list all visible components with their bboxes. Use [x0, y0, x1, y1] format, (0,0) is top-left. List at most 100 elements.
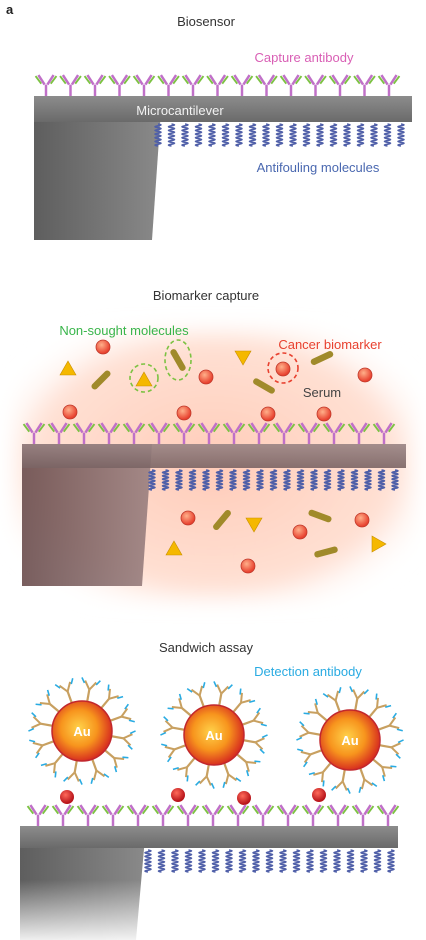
- capture-antibody: [101, 804, 125, 826]
- capture-antibody: [83, 74, 107, 96]
- non-sought-triangle: [234, 350, 252, 366]
- capture-antibody: [230, 74, 254, 96]
- capture-antibody: [72, 422, 96, 444]
- antifouling-molecule: [161, 469, 170, 491]
- detection-antibody: [90, 756, 110, 784]
- capture-antibody: [126, 804, 150, 826]
- capture-antibody: [97, 422, 121, 444]
- antifouling-molecule: [391, 469, 399, 491]
- capture-antibody: [206, 74, 229, 96]
- antifouling-layer-3: [144, 849, 395, 873]
- biosensor-title: Biosensor: [177, 14, 235, 29]
- antifouling-molecule: [252, 849, 260, 873]
- cancer-biomarker: [275, 361, 291, 377]
- antifouling-molecule: [225, 849, 233, 873]
- capture-antibody: [47, 422, 71, 444]
- capture-antibody: [322, 422, 346, 444]
- cancer-biomarker-label: Cancer biomarker: [278, 337, 382, 352]
- gold-label: Au: [205, 728, 222, 743]
- capture-antibody: [301, 804, 325, 826]
- capture-antibody: [147, 422, 171, 444]
- gold-core: [319, 709, 381, 771]
- microcantilever-beam-3: [20, 826, 398, 848]
- antifouling-molecule: [221, 123, 230, 147]
- antifouling-molecule: [333, 849, 341, 873]
- gold-label: Au: [341, 733, 358, 748]
- detection-antibody: [99, 684, 124, 711]
- detection-antibody: [195, 762, 215, 789]
- antifouling-molecule: [215, 469, 224, 491]
- microcantilever-beam-2: [22, 444, 406, 468]
- antifouling-molecule: [188, 469, 197, 491]
- antifouling-molecule: [283, 469, 291, 491]
- serum-label: Serum: [303, 385, 341, 400]
- antifouling-molecule: [229, 469, 237, 491]
- non-sought-triangle: [245, 517, 263, 533]
- capture-antibody: [59, 74, 82, 96]
- detection-antibody-label: Detection antibody: [254, 664, 362, 679]
- detection-antibody: [303, 698, 330, 723]
- detection-antibody: [102, 748, 129, 773]
- detection-antibody: [234, 752, 261, 777]
- non-sought-highlight-2: [164, 339, 192, 381]
- non-sought-triangle: [371, 535, 387, 553]
- cancer-biomarker: [354, 512, 370, 528]
- capture-antibody: [51, 804, 75, 826]
- capture-antibody: [176, 804, 200, 826]
- antifouling-molecule: [202, 469, 210, 491]
- capture-antibody: [132, 74, 156, 96]
- gold-label: Au: [73, 724, 90, 739]
- antifouling-molecule: [148, 469, 156, 491]
- detection-antibody: [296, 721, 323, 741]
- microcantilever-support: [34, 96, 162, 240]
- capture-antibody: [76, 804, 100, 826]
- non-sought-triangle: [59, 360, 77, 376]
- antifouling-molecule: [235, 123, 243, 147]
- antifouling-molecule: [343, 123, 351, 147]
- antifouling-molecule: [383, 123, 392, 147]
- antifouling-molecule: [310, 469, 318, 491]
- capture-antibody: [376, 804, 400, 826]
- detection-antibody: [35, 689, 62, 714]
- cancer-biomarker: [62, 404, 78, 420]
- capture-antibody: [22, 422, 46, 444]
- antifouling-molecule: [370, 123, 378, 147]
- capture-antibody: [26, 804, 50, 826]
- detection-antibody: [63, 758, 83, 785]
- detection-antibody: [349, 686, 369, 713]
- detection-antibody: [239, 707, 267, 727]
- captured-biomarker: [60, 790, 74, 804]
- antifouling-molecule: [154, 123, 162, 147]
- antifouling-molecule: [323, 469, 332, 491]
- capture-antibody: [122, 422, 146, 444]
- capture-antibody: [157, 74, 180, 96]
- captured-biomarker: [171, 788, 185, 802]
- non-sought-rod: [308, 509, 332, 523]
- antifouling-molecule: [248, 123, 257, 147]
- non-sought-label: Non-sought molecules: [59, 323, 189, 338]
- capture-antibody: [279, 74, 303, 96]
- detection-antibody: [160, 716, 187, 736]
- detection-antibody: [28, 712, 55, 732]
- detection-antibody: [167, 693, 194, 718]
- microcantilever-label: Microcantilever: [136, 103, 224, 118]
- detection-antibody: [40, 751, 65, 778]
- cancer-biomarker: [316, 406, 332, 422]
- antifouling-molecule: [356, 123, 365, 147]
- antibody-row-top-1: [34, 74, 401, 96]
- detection-antibody: [161, 743, 189, 763]
- capture-antibody: [251, 804, 275, 826]
- capture-antibody: [255, 74, 278, 96]
- detection-antibody: [241, 734, 268, 754]
- non-sought-rod: [170, 349, 186, 371]
- cancer-biomarker: [176, 405, 192, 421]
- capture-antibody: [201, 804, 225, 826]
- antifouling-molecule: [208, 123, 216, 147]
- capture-antibody: [304, 74, 327, 96]
- antifouling-molecule: [360, 849, 368, 873]
- antifouling-molecule: [397, 123, 405, 147]
- cancer-biomarker: [95, 339, 111, 355]
- antibody-row-top-2: [22, 422, 396, 444]
- capture-antibody: [351, 804, 375, 826]
